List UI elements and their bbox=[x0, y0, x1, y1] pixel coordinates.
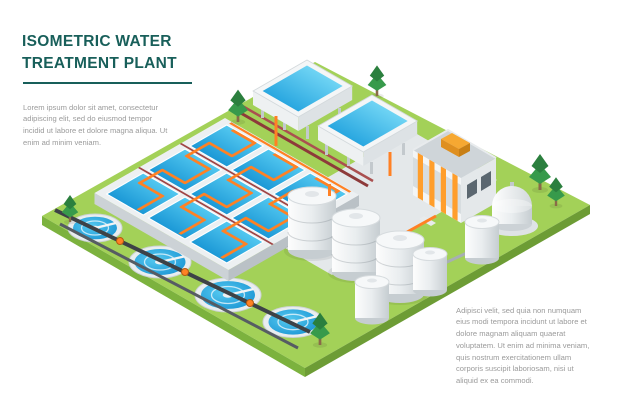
storage-tank-small bbox=[354, 275, 390, 325]
tank-stub-pipe bbox=[328, 184, 331, 196]
pool-leg bbox=[347, 153, 350, 166]
roof-unit-top bbox=[441, 133, 470, 149]
pump-house bbox=[412, 128, 497, 226]
basin-cell bbox=[230, 148, 307, 192]
elevated-pool-b bbox=[317, 94, 419, 176]
pool-wall-left bbox=[318, 126, 364, 166]
basin-cell bbox=[189, 172, 265, 216]
tree-foliage bbox=[63, 195, 77, 210]
tree bbox=[310, 312, 330, 348]
dome-tank bbox=[492, 182, 532, 231]
dome-tank-body bbox=[492, 206, 532, 224]
pipe-valve bbox=[181, 268, 189, 276]
serpentine-pipe bbox=[136, 129, 257, 211]
page-title-line2: TREATMENT PLANT bbox=[22, 55, 177, 72]
island-edge-left bbox=[42, 216, 305, 377]
serpentine-pipe bbox=[178, 153, 299, 235]
clarifier-ring bbox=[210, 285, 246, 305]
tree bbox=[529, 154, 551, 193]
basin-cell bbox=[147, 196, 223, 240]
tank-hatch bbox=[349, 213, 363, 219]
tree-foliage bbox=[531, 154, 549, 173]
pool-leg bbox=[370, 162, 373, 174]
basin-cell bbox=[147, 148, 223, 192]
pool-top bbox=[317, 94, 419, 153]
body-paragraph: Adipisci velit, sed quia non numquam eiu… bbox=[456, 305, 590, 386]
roof-unit-side bbox=[459, 143, 470, 157]
tank-hatch bbox=[305, 191, 319, 197]
tree-foliage bbox=[547, 185, 565, 202]
pool-water bbox=[327, 100, 408, 147]
pool-wall-left bbox=[253, 91, 299, 131]
tree-foliage bbox=[549, 177, 563, 193]
clarifier-ring bbox=[80, 220, 110, 236]
page-title: ISOMETRIC WATER TREATMENT PLANT bbox=[22, 31, 177, 75]
clarifier-ring bbox=[143, 253, 177, 271]
building-column bbox=[417, 152, 423, 201]
tree-foliage bbox=[61, 202, 79, 218]
pool-wall-right bbox=[363, 121, 418, 166]
basin-cell bbox=[105, 172, 181, 216]
building-colonnade-band bbox=[413, 157, 461, 214]
tree-foliage bbox=[310, 321, 330, 340]
building-window bbox=[481, 171, 491, 191]
building-column bbox=[429, 159, 435, 208]
tree-foliage bbox=[312, 312, 328, 330]
building-roof-edge bbox=[412, 128, 497, 159]
storage-tank-large bbox=[284, 184, 340, 261]
tree-trunk bbox=[318, 335, 322, 345]
pool-leg bbox=[306, 126, 309, 139]
platform-side-left bbox=[94, 193, 229, 281]
page-title-line1: ISOMETRIC WATER bbox=[22, 33, 172, 50]
basin-cell bbox=[189, 124, 265, 168]
tree-foliage bbox=[369, 65, 385, 82]
tree bbox=[547, 177, 565, 209]
dome-tank-dome bbox=[492, 186, 532, 206]
dome-tank-seam bbox=[492, 199, 532, 213]
tree bbox=[61, 195, 79, 225]
intro-paragraph: Lorem ipsum dolor sit amet, consectetur … bbox=[23, 102, 168, 147]
tree bbox=[228, 89, 248, 125]
storage-tank-large bbox=[328, 208, 384, 283]
tree-trunk bbox=[538, 179, 542, 190]
pool-top bbox=[252, 59, 354, 118]
feeder-pipe-orange bbox=[229, 122, 352, 193]
tree-foliage bbox=[529, 164, 551, 184]
pool-wall-right bbox=[298, 86, 353, 131]
pool-leg bbox=[261, 103, 264, 118]
tree-foliage bbox=[230, 89, 246, 107]
title-underline bbox=[23, 82, 192, 84]
island-edge-right bbox=[305, 205, 590, 377]
pool-leg bbox=[402, 143, 405, 155]
basin-cell bbox=[189, 220, 265, 264]
pipe-valve bbox=[116, 237, 124, 245]
tree-trunk bbox=[554, 197, 558, 206]
tree-trunk bbox=[236, 112, 240, 122]
tank-hatch bbox=[477, 218, 487, 223]
building-window bbox=[467, 179, 477, 199]
roof-unit-front bbox=[441, 139, 459, 157]
storage-tank-small bbox=[412, 247, 448, 297]
row-pipe-maroon bbox=[137, 167, 274, 245]
tank-hatch bbox=[367, 278, 377, 283]
tree-trunk bbox=[375, 86, 379, 96]
basin-cell bbox=[230, 196, 307, 240]
pool-water bbox=[262, 65, 343, 112]
sludge-pipe-secondary bbox=[59, 222, 299, 350]
pool-leg bbox=[325, 141, 328, 155]
pipe-valve bbox=[246, 299, 254, 307]
storage-tank-small bbox=[464, 215, 500, 265]
tree-trunk bbox=[68, 213, 72, 222]
building-column bbox=[440, 166, 446, 215]
tree-foliage bbox=[228, 98, 248, 117]
tank-hatch bbox=[393, 235, 407, 241]
building-column bbox=[452, 173, 458, 221]
clarifier-ring bbox=[277, 313, 309, 331]
tree-foliage bbox=[367, 73, 387, 91]
tank-hatch bbox=[425, 250, 435, 255]
elevated-pool-a bbox=[252, 59, 354, 146]
maroon-pipe-1 bbox=[231, 106, 369, 188]
